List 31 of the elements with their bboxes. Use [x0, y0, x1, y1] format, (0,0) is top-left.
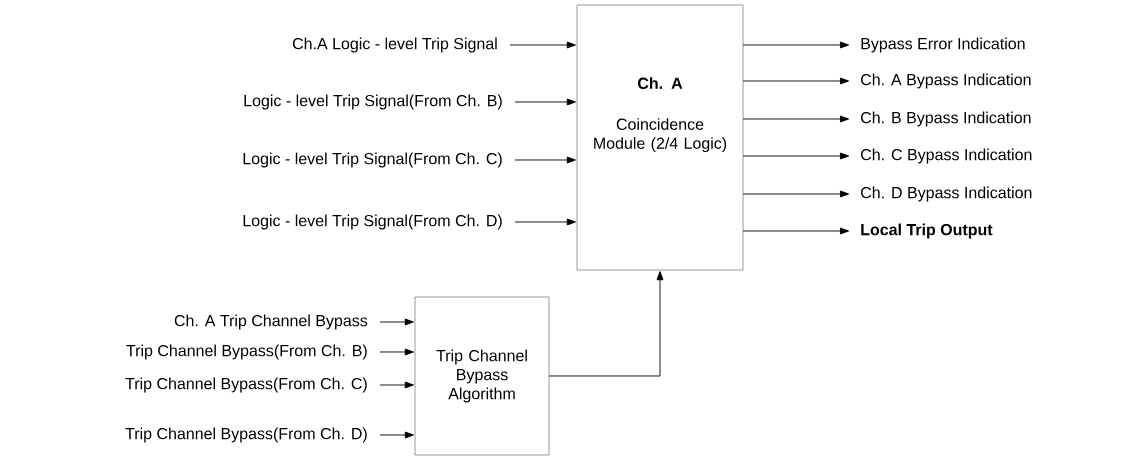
arrow: [379, 348, 414, 356]
arrow: [742, 190, 850, 198]
arrow: [379, 381, 414, 389]
signal-label: Ch. A Bypass Indication: [861, 73, 1031, 89]
arrow: [548, 271, 664, 377]
signal-label: Trip Channel Bypass(From Ch. D): [125, 427, 367, 443]
arrow: [514, 218, 576, 226]
signal-label: Ch. D Bypass Indication: [861, 186, 1032, 202]
arrow: [514, 98, 576, 106]
signal-label: Logic - level Trip Signal(From Ch. B): [244, 94, 502, 110]
arrow: [514, 156, 576, 164]
arrow: [742, 41, 850, 49]
process-box: Trip Channel Bypass Algorithm: [414, 296, 550, 456]
arrow: [742, 115, 850, 123]
signal-label: Ch. A Trip Channel Bypass: [174, 314, 368, 330]
signal-label: Ch.A Logic - level Trip Signal: [292, 37, 497, 53]
arrow: [379, 318, 414, 326]
arrow: [742, 152, 850, 160]
signal-label: Local Trip Output: [861, 223, 993, 239]
signal-label: Trip Channel Bypass(From Ch. B): [126, 344, 367, 360]
arrow: [742, 77, 850, 85]
signal-label: Bypass Error Indication: [861, 37, 1025, 53]
signal-label: Trip Channel Bypass(From Ch. C): [125, 377, 367, 393]
arrow: [509, 41, 576, 49]
signal-label: Logic - level Trip Signal(From Ch. C): [243, 152, 502, 168]
signal-label: Logic - level Trip Signal(From Ch. D): [243, 214, 502, 230]
arrow: [379, 431, 414, 439]
module-box: Ch. A Coincidence Module (2/4 Logic): [576, 4, 744, 271]
signal-label: Ch. B Bypass Indication: [861, 111, 1031, 127]
arrow: [742, 227, 850, 235]
signal-label: Ch. C Bypass Indication: [861, 148, 1032, 164]
